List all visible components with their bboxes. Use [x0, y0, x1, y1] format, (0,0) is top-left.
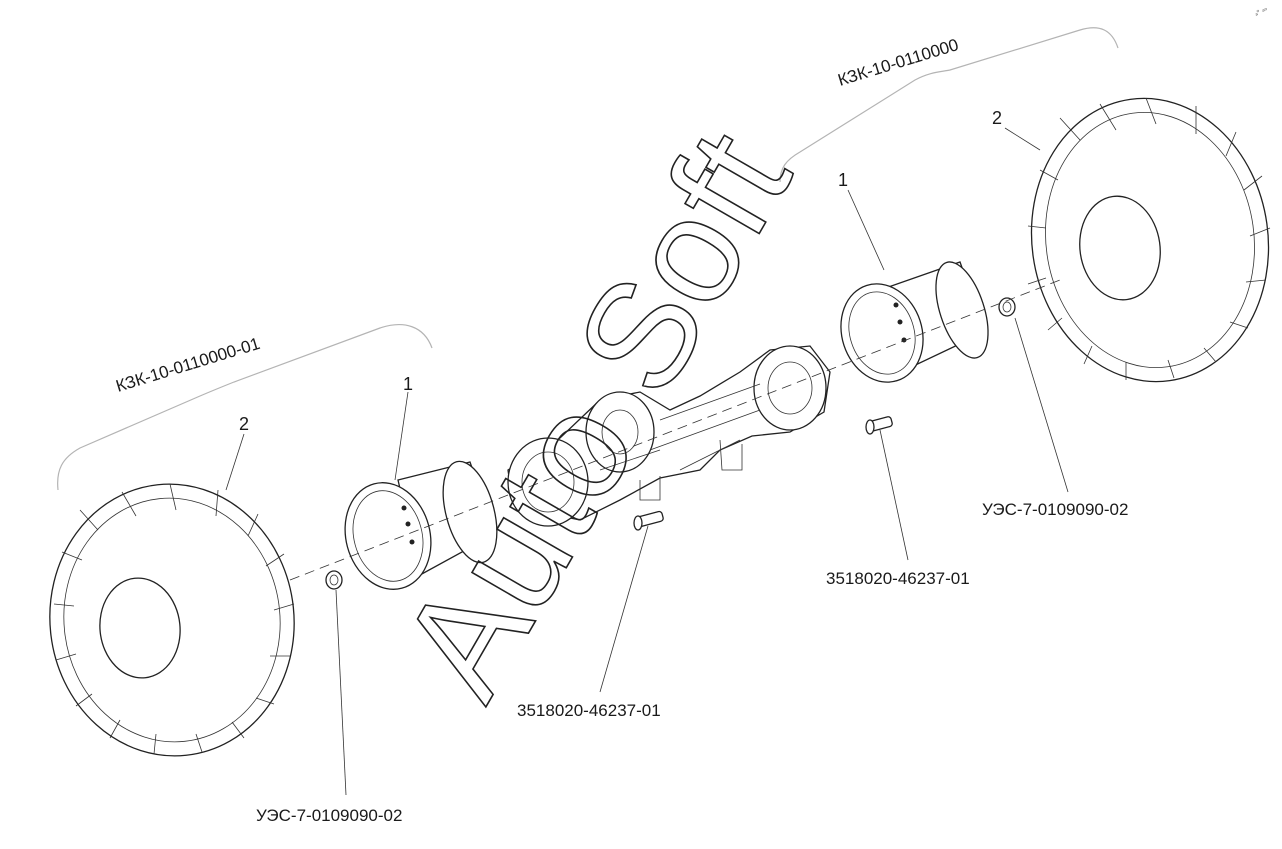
callout-rim-left: 1 [403, 374, 413, 394]
nut-label-right: УЭС-7-0109090-02 [982, 500, 1128, 519]
nut-left [325, 570, 343, 590]
tyre-right [1027, 97, 1271, 383]
leader-lines [225, 127, 1069, 796]
callout-tyre-left: 2 [239, 414, 249, 434]
axle-assembly [507, 345, 831, 527]
rim-right [840, 261, 989, 383]
callout-rim-right: 1 [838, 170, 848, 190]
rim-left [344, 460, 498, 590]
bolt-label-right: 3518020-46237-01 [826, 569, 970, 588]
callout-tyre-right: 2 [992, 108, 1002, 128]
nut-right [998, 297, 1016, 317]
group-label-left: КЗК-10-0110000-01 [114, 334, 263, 396]
bolt-label-left: 3518020-46237-01 [517, 701, 661, 720]
group-bracket-left [57, 324, 433, 491]
corner-mark: ₐᵒ ₐₒ [1253, 4, 1269, 18]
bolt-left [633, 510, 664, 531]
bolt-right [865, 416, 893, 435]
group-bracket-right [779, 27, 1119, 183]
tyre-left [49, 483, 295, 757]
nut-label-left: УЭС-7-0109090-02 [256, 806, 402, 825]
group-label-right: КЗК-10-0110000 [836, 35, 961, 90]
